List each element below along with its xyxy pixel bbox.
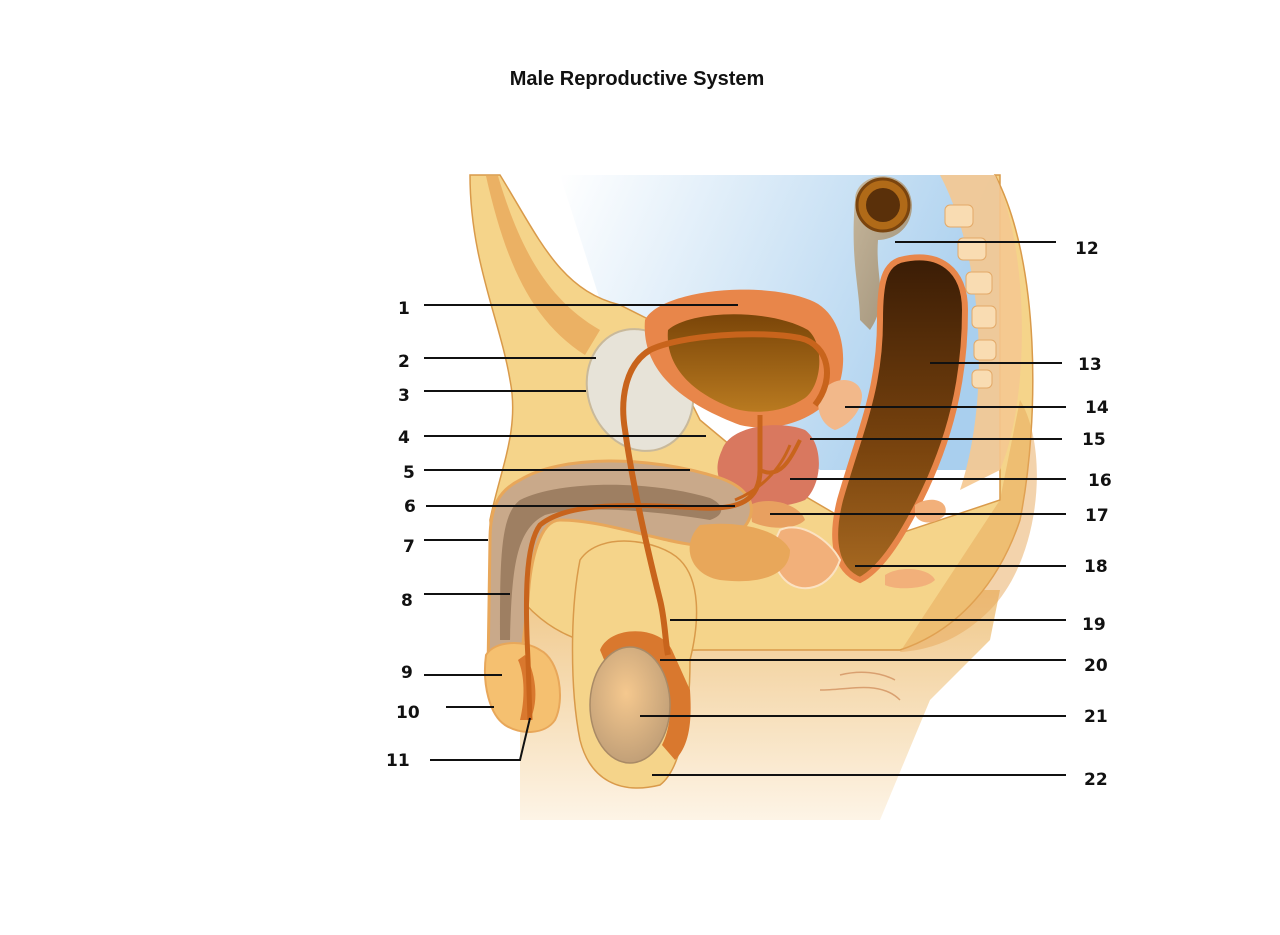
label-14: 14: [1085, 398, 1109, 418]
label-2: 2: [398, 352, 410, 372]
label-9: 9: [401, 663, 413, 683]
label-18: 18: [1084, 557, 1108, 577]
epididymis: [600, 631, 691, 760]
label-19: 19: [1082, 615, 1106, 635]
vertebrae: [944, 204, 997, 389]
label-21: 21: [1084, 707, 1108, 727]
label-1: 1: [398, 299, 410, 319]
label-13: 13: [1078, 355, 1102, 375]
prostate: [717, 425, 819, 507]
glans: [484, 642, 561, 733]
sacrum: [905, 175, 1022, 490]
label-17: 17: [1085, 506, 1109, 526]
label-7: 7: [403, 537, 415, 557]
label-10: 10: [396, 703, 420, 723]
rectum: [832, 254, 969, 584]
page-title: Male Reproductive System: [509, 68, 765, 90]
testis: [589, 646, 671, 764]
label-16: 16: [1088, 471, 1112, 491]
label-3: 3: [398, 386, 410, 406]
leader-lines: [424, 241, 1066, 776]
label-8: 8: [401, 591, 413, 611]
abdominal-wall: [486, 176, 600, 355]
label-numbers: 1 2 3 4 5 6 7 8 9 10 11 12 13 14 15 16 1…: [386, 239, 1112, 790]
label-15: 15: [1082, 430, 1106, 450]
label-6: 6: [404, 497, 416, 517]
penile-bulb: [689, 523, 790, 582]
corpus-spongiosum: [500, 484, 722, 640]
label-5: 5: [403, 463, 415, 483]
label-20: 20: [1084, 656, 1108, 676]
label-22: 22: [1084, 770, 1108, 790]
label-12: 12: [1075, 239, 1099, 259]
label-4: 4: [398, 428, 410, 448]
buttock: [900, 400, 1037, 652]
label-11: 11: [386, 751, 410, 771]
seminal-vesicle: [818, 380, 862, 430]
vas-deferens: [620, 331, 830, 656]
